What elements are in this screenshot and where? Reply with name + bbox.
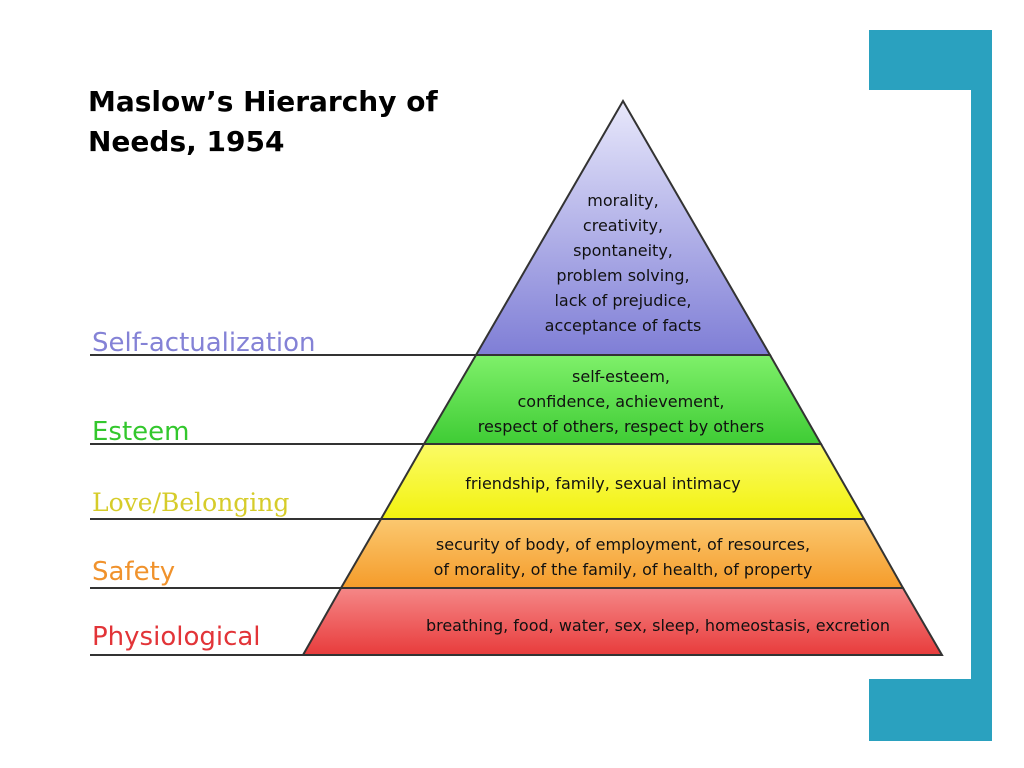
description-line: spontaneity, (573, 241, 673, 260)
level-names: Self-actualization Esteem Love/Belonging… (92, 328, 316, 652)
description-line: self-esteem, (572, 367, 670, 386)
description-line: breathing, food, water, sex, sleep, home… (426, 616, 890, 635)
leader-lines (90, 354, 476, 656)
description-line: security of body, of employment, of reso… (436, 535, 810, 554)
page-title: Maslow’s Hierarchy of Needs, 1954 (88, 82, 488, 162)
level-name-safety: Safety (92, 557, 175, 587)
level-name-self-actualization: Self-actualization (92, 328, 316, 358)
description-line: confidence, achievement, (517, 392, 724, 411)
description-line: problem solving, (556, 266, 689, 285)
accent-bracket (869, 30, 992, 741)
accent-bracket-bottom (869, 679, 992, 741)
layer-physiological (301, 587, 944, 656)
title-line-1: Maslow’s Hierarchy of (88, 85, 438, 118)
description-line: respect of others, respect by others (478, 417, 764, 436)
description-line: friendship, family, sexual intimacy (465, 474, 740, 493)
level-descriptions: morality, creativity, spontaneity, probl… (426, 191, 890, 635)
level-name-love-belonging: Love/Belonging (92, 488, 289, 517)
pyramid (301, 99, 944, 656)
description-line: acceptance of facts (545, 316, 702, 335)
accent-bracket-bar (971, 30, 992, 741)
title-line-2: Needs, 1954 (88, 125, 285, 158)
level-name-esteem: Esteem (92, 417, 190, 447)
description-line: lack of prejudice, (554, 291, 691, 310)
level-name-physiological: Physiological (92, 622, 261, 652)
description-line: of morality, of the family, of health, o… (434, 560, 813, 579)
description-line: morality, (587, 191, 658, 210)
description-line: creativity, (583, 216, 663, 235)
